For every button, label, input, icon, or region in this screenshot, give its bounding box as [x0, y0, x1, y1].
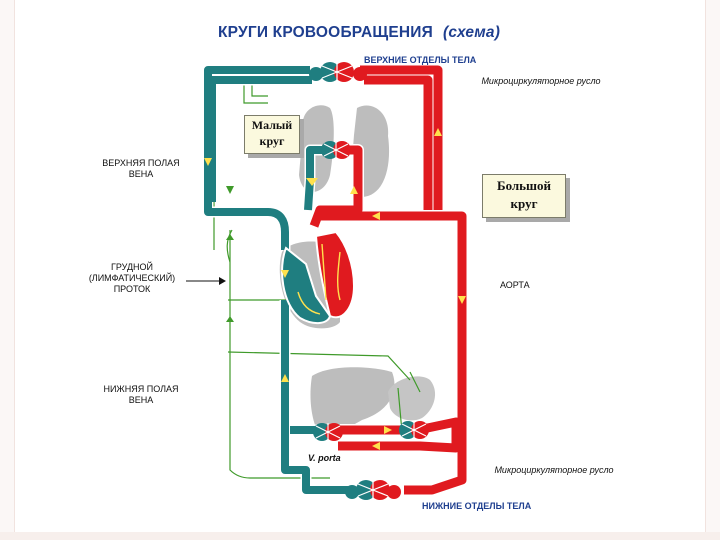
label-inferior-vena-cava: НИЖНЯЯ ПОЛАЯ ВЕНА [103, 384, 179, 405]
flow-arrows [204, 128, 466, 450]
arrow-up-icon [226, 234, 234, 240]
arrow-left-icon [372, 212, 380, 220]
arterial-vessels [308, 64, 468, 496]
label-thoracic-duct: ГРУДНОЙ (ЛИМФАТИЧЕСКИЙ) ПРОТОК [88, 262, 176, 294]
label-upper-body: ВЕРХНИЕ ОТДЕЛЫ ТЕЛА [364, 55, 477, 65]
thoracic-duct-pointer [186, 277, 226, 285]
capillary-intestine [399, 421, 429, 439]
intestines [388, 376, 436, 421]
arrow-up-icon [281, 374, 289, 382]
title-sub: (схема) [442, 24, 501, 41]
capillary-upper [309, 60, 367, 84]
arrow-right-icon [219, 277, 226, 285]
arrow-down-icon [226, 186, 234, 194]
lymph-arrows [226, 186, 234, 322]
arrow-left-icon [384, 426, 392, 434]
arrow-up-icon [434, 128, 442, 136]
title-main: КРУГИ КРОВООБРАЩЕНИЯ [218, 24, 433, 41]
arrow-down-icon [350, 186, 358, 194]
arrow-down-icon [281, 270, 289, 278]
capillary-liver [313, 423, 343, 441]
label-lower-body: НИЖНИЕ ОТДЕЛЫ ТЕЛА [422, 501, 532, 511]
heart-left [314, 230, 356, 319]
diagram-title: КРУГИ КРОВООБРАЩЕНИЯ (схема) [218, 24, 500, 42]
slide-frame-bottom [0, 532, 720, 540]
arrow-down-icon [458, 296, 466, 304]
venous-vessels [202, 64, 354, 496]
arrow-left-icon [372, 442, 380, 450]
label-aorta: АОРТА [500, 280, 530, 290]
label-micro-upper: Микроциркуляторное русло [481, 76, 601, 86]
arrow-down-icon [204, 158, 212, 166]
liver [310, 367, 395, 439]
capillary-lung [321, 141, 351, 159]
note-lesser-circle: Малый круг [244, 115, 300, 154]
label-portal-vein: V. porta [308, 453, 341, 463]
slide-frame-left [0, 0, 15, 540]
slide-frame-right [705, 0, 720, 540]
label-micro-lower: Микроциркуляторное русло [494, 465, 614, 475]
arrow-down-icon [306, 178, 318, 186]
note-greater-circle: Большой круг [482, 174, 566, 218]
capillary-lower [345, 478, 401, 502]
label-superior-vena-cava: ВЕРХНЯЯ ПОЛАЯ ВЕНА [102, 158, 180, 179]
arrow-up-icon [226, 316, 234, 322]
